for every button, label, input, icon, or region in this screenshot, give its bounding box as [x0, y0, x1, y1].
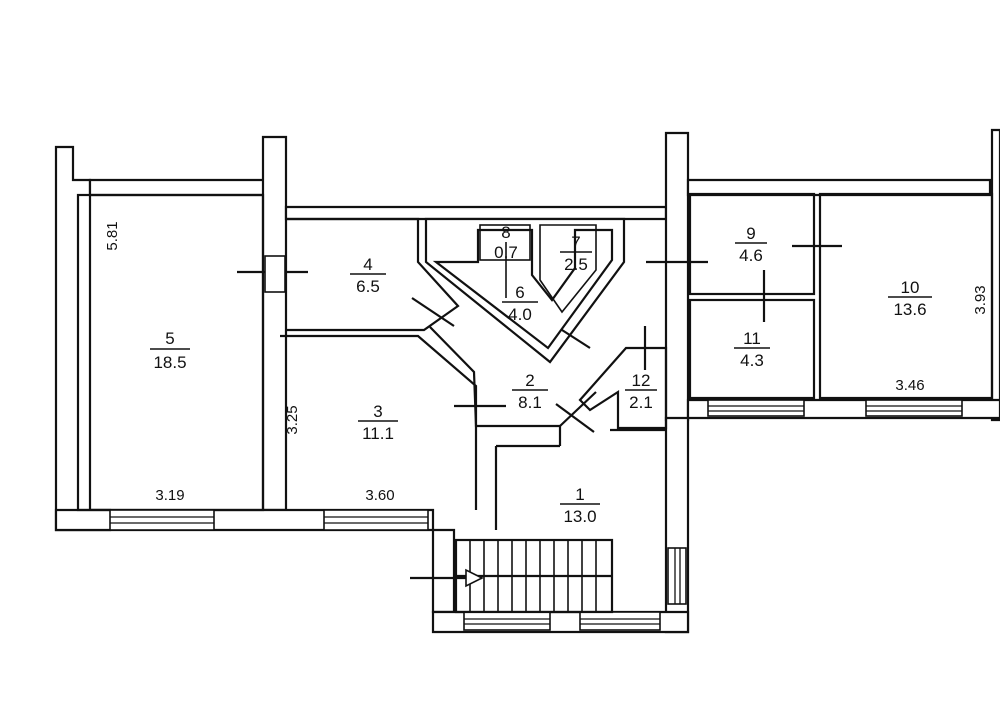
wall-divider-5-4	[261, 135, 288, 512]
room11-outline	[688, 298, 816, 400]
door-room1	[555, 403, 595, 433]
door-room4	[411, 297, 455, 327]
room-area: 4.0	[508, 305, 532, 324]
dimension-room10-width: 3.46	[895, 377, 924, 394]
window-room10	[865, 399, 963, 417]
room8-outline	[479, 224, 531, 261]
room-number: 2	[525, 371, 534, 390]
room-number: 12	[632, 371, 651, 390]
window-stair-right	[667, 547, 687, 605]
room-labels: 5 18.5 4 6.5 3 11.1 8 0.7 7 2.5 6 4.0 2 …	[150, 223, 932, 526]
room-area: 4.6	[739, 246, 763, 265]
room-number: 8	[501, 223, 510, 242]
room-area: 18.5	[153, 353, 186, 372]
room-area: 11.1	[362, 424, 394, 443]
room-number: 10	[901, 278, 920, 297]
room-area: 13.6	[893, 300, 926, 319]
room3-outline	[280, 334, 478, 510]
room-area: 2.1	[629, 393, 653, 412]
room6-inner	[432, 228, 614, 350]
wall-top-center	[284, 205, 668, 221]
room-number: 11	[743, 329, 761, 348]
room2-outline	[429, 326, 562, 446]
wall-center-pillar	[664, 131, 690, 422]
wall-far-right	[990, 128, 1000, 422]
room6-block	[424, 217, 626, 364]
dimension-room10-height: 3.93	[972, 285, 989, 314]
staircase	[454, 538, 614, 614]
room-number: 4	[363, 255, 372, 274]
dimension-room3-width: 3.60	[365, 487, 394, 504]
window-room5-side	[264, 255, 286, 293]
room10-outline	[818, 192, 994, 400]
dimension-room5-width: 3.19	[155, 487, 184, 504]
wall-stair-left	[431, 528, 456, 614]
window-stair-bottom-right	[579, 611, 661, 631]
dimension-labels: 5.81 3.19 3.25 3.60 3.46 3.93	[104, 221, 989, 504]
window-room11	[707, 399, 805, 417]
room-number: 7	[571, 233, 580, 252]
window-room3	[323, 509, 429, 531]
window-room5	[109, 509, 215, 531]
room-area: 13.0	[563, 507, 596, 526]
windows	[109, 255, 963, 631]
room-number: 3	[373, 402, 382, 421]
room-area: 0.7	[494, 243, 518, 262]
wall-top-room5	[88, 178, 267, 197]
door-room6	[561, 329, 591, 349]
entrance-arrow-icon	[410, 568, 484, 588]
room-area: 8.1	[518, 393, 542, 412]
window-stair-bottom-left	[463, 611, 551, 631]
room-area: 6.5	[356, 277, 380, 296]
room9-outline	[688, 192, 816, 296]
room-area: 4.3	[740, 351, 764, 370]
room-number: 9	[746, 224, 755, 243]
room7-outline	[539, 224, 597, 314]
room-number: 5	[165, 329, 174, 348]
room-area: 2.5	[564, 255, 588, 274]
wall-left	[54, 145, 112, 532]
room-number: 1	[575, 485, 584, 504]
dimension-room5-height: 5.81	[104, 221, 121, 250]
room-outlines	[76, 192, 994, 530]
wall-top-right	[686, 178, 992, 197]
dimension-room3-height: 3.25	[284, 405, 301, 434]
doors	[237, 244, 842, 433]
room1-outline	[494, 391, 666, 530]
room12-outline	[578, 346, 668, 430]
room4-outline	[286, 217, 460, 332]
room-number: 6	[515, 283, 524, 302]
